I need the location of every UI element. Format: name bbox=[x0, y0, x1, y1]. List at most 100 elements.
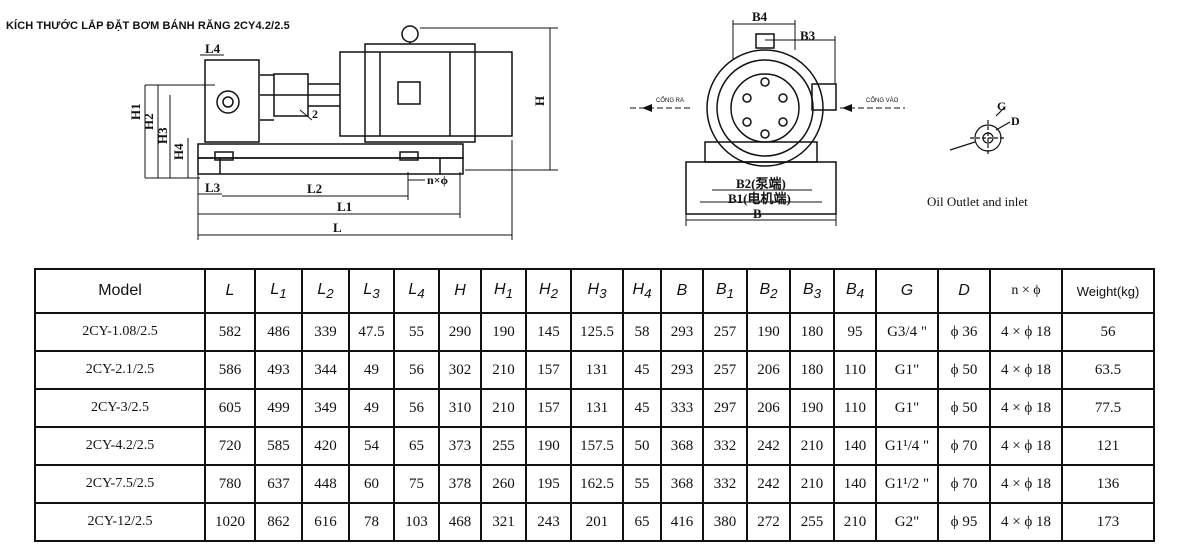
lifting-eye bbox=[401, 25, 419, 43]
col-L4: L4 bbox=[393, 268, 440, 314]
table-cell: 310 bbox=[438, 388, 482, 428]
table-cell: 637 bbox=[254, 464, 303, 504]
table-cell: 468 bbox=[438, 502, 482, 542]
table-cell: 210 bbox=[789, 426, 835, 466]
table-cell: 140 bbox=[833, 426, 877, 466]
table-cell: G2" bbox=[875, 502, 939, 542]
table-cell: 173 bbox=[1061, 502, 1155, 542]
table-cell: 47.5 bbox=[348, 312, 395, 352]
table-cell: 257 bbox=[702, 312, 748, 352]
label-H4: H4 bbox=[171, 143, 186, 160]
label-L: L bbox=[333, 220, 342, 235]
motor-body bbox=[339, 51, 513, 137]
table-cell: 486 bbox=[254, 312, 303, 352]
front-view bbox=[685, 33, 837, 215]
table-cell: ϕ 70 bbox=[937, 464, 991, 504]
table-cell: G3/4 " bbox=[875, 312, 939, 352]
col-H3: H3 bbox=[570, 268, 624, 314]
col-B3: B3 bbox=[789, 268, 835, 314]
pump-body bbox=[204, 59, 260, 143]
terminal-box bbox=[397, 81, 421, 105]
table-cell: 56 bbox=[393, 388, 440, 428]
pump-port bbox=[216, 90, 240, 114]
label-H2: H2 bbox=[141, 113, 156, 130]
table-cell: 378 bbox=[438, 464, 482, 504]
cell-model: 2CY-1.08/2.5 bbox=[34, 312, 206, 352]
table-cell: 4 × ϕ 18 bbox=[989, 464, 1063, 504]
table-cell: 125.5 bbox=[570, 312, 624, 352]
table-cell: 136 bbox=[1061, 464, 1155, 504]
table-cell: ϕ 50 bbox=[937, 350, 991, 390]
table-cell: 56 bbox=[1061, 312, 1155, 352]
table-cell: 4 × ϕ 18 bbox=[989, 312, 1063, 352]
table-cell: 302 bbox=[438, 350, 482, 390]
table-cell: 210 bbox=[480, 388, 527, 428]
label-B2: B2(泵端) bbox=[736, 176, 786, 191]
table-cell: 242 bbox=[746, 426, 791, 466]
label-H3: H3 bbox=[155, 127, 170, 144]
side-dimensions bbox=[144, 27, 558, 240]
label-L2: L2 bbox=[307, 181, 322, 196]
table-cell: 180 bbox=[789, 350, 835, 390]
table-cell: ϕ 50 bbox=[937, 388, 991, 428]
table-cell: 201 bbox=[570, 502, 624, 542]
table-cell: 78 bbox=[348, 502, 395, 542]
label-nphi: n×ϕ bbox=[427, 173, 449, 187]
label-H: H bbox=[532, 96, 547, 106]
table-cell: 586 bbox=[204, 350, 256, 390]
table-cell: 157.5 bbox=[570, 426, 624, 466]
label-G: G bbox=[997, 99, 1006, 113]
table-cell: 60 bbox=[348, 464, 395, 504]
table-cell: 77.5 bbox=[1061, 388, 1155, 428]
col-B1: B1 bbox=[702, 268, 748, 314]
table-cell: 344 bbox=[301, 350, 350, 390]
table-cell: 293 bbox=[660, 350, 704, 390]
label-B1: B1(电机端) bbox=[728, 191, 791, 206]
table-cell: ϕ 70 bbox=[937, 426, 991, 466]
table-cell: 54 bbox=[348, 426, 395, 466]
table-cell: ϕ 36 bbox=[937, 312, 991, 352]
table-cell: 56 bbox=[393, 350, 440, 390]
table-cell: 332 bbox=[702, 464, 748, 504]
table-cell: 339 bbox=[301, 312, 350, 352]
table-cell: 332 bbox=[702, 426, 748, 466]
table-cell: 4 × ϕ 18 bbox=[989, 388, 1063, 428]
table-cell: 290 bbox=[438, 312, 482, 352]
col-nphi: n × ϕ bbox=[989, 268, 1063, 314]
table-cell: 242 bbox=[746, 464, 791, 504]
table-cell: 499 bbox=[254, 388, 303, 428]
motor-outline bbox=[706, 49, 824, 167]
col-L: L bbox=[204, 268, 256, 314]
table-cell: 45 bbox=[622, 350, 662, 390]
label-L4: L4 bbox=[205, 41, 221, 56]
table-cell: 373 bbox=[438, 426, 482, 466]
col-B2: B2 bbox=[746, 268, 791, 314]
table-cell: 582 bbox=[204, 312, 256, 352]
table-cell: 49 bbox=[348, 350, 395, 390]
table-cell: 616 bbox=[301, 502, 350, 542]
col-L3: L3 bbox=[348, 268, 395, 314]
table-cell: 255 bbox=[789, 502, 835, 542]
col-B4: B4 bbox=[833, 268, 877, 314]
table-cell: 95 bbox=[833, 312, 877, 352]
table-cell: 110 bbox=[833, 350, 877, 390]
table-cell: 190 bbox=[789, 388, 835, 428]
table-cell: 195 bbox=[525, 464, 572, 504]
cell-model: 2CY-2.1/2.5 bbox=[34, 350, 206, 390]
table-cell: 4 × ϕ 18 bbox=[989, 350, 1063, 390]
col-L2: L2 bbox=[301, 268, 350, 314]
table-cell: G1" bbox=[875, 388, 939, 428]
table-cell: 255 bbox=[480, 426, 527, 466]
table-cell: 321 bbox=[480, 502, 527, 542]
pump-flange bbox=[730, 73, 800, 143]
table-cell: 157 bbox=[525, 388, 572, 428]
flow-arrows bbox=[642, 104, 852, 112]
table-cell: 720 bbox=[204, 426, 256, 466]
table-cell: 493 bbox=[254, 350, 303, 390]
table-cell: 243 bbox=[525, 502, 572, 542]
document-title: KÍCH THƯỚC LẮP ĐẶT BƠM BÁNH RĂNG 2CY4.2/… bbox=[6, 20, 290, 32]
table-cell: 293 bbox=[660, 312, 704, 352]
table-cell: 260 bbox=[480, 464, 527, 504]
